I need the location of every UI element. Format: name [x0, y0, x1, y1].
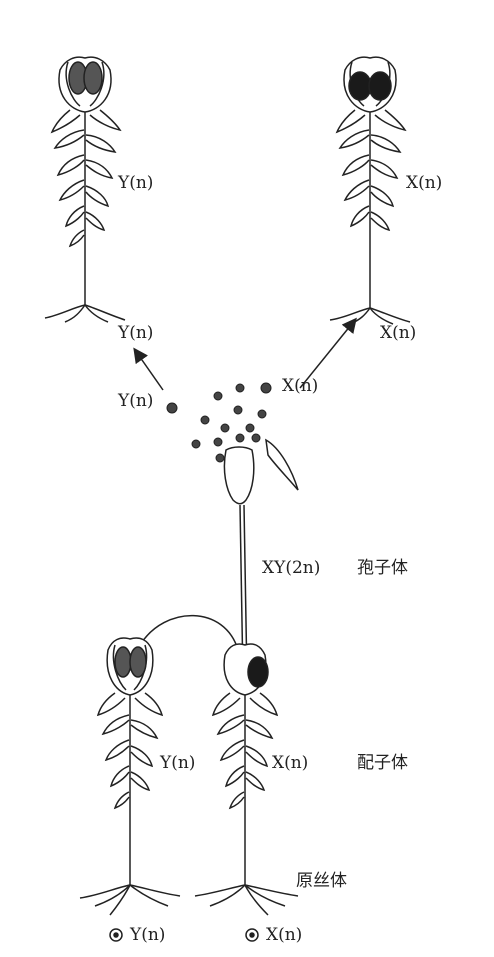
bottom-left-male-gametophyte [79, 637, 181, 916]
label-top-left-base: Y(n) [118, 323, 154, 343]
label-top-right-plant: X(n) [406, 173, 443, 193]
label-gametophyte-right: X(n) [272, 753, 309, 773]
label-top-right-base: X(n) [380, 323, 417, 343]
label-gametophyte-cn: 配子体 [357, 753, 408, 773]
fertilization-arc [139, 614, 239, 651]
label-spore-right: X(n) [282, 376, 319, 396]
label-sporophyte: XY(2n) [262, 558, 321, 578]
label-gametophyte-left: Y(n) [160, 753, 196, 773]
label-top-left-plant: Y(n) [118, 173, 154, 193]
label-bottom-left-spore: Y(n) [130, 925, 166, 945]
top-right-female-plant [329, 56, 411, 325]
bottom-right-female-gametophyte [194, 643, 299, 916]
bottom-spores [109, 928, 259, 942]
spores-cluster [166, 382, 272, 463]
label-protonema-cn: 原丝体 [296, 871, 347, 891]
label-spore-left: Y(n) [118, 391, 154, 411]
top-left-male-plant [44, 56, 126, 323]
arrow-to-y-plant [133, 347, 164, 391]
label-bottom-right-spore: X(n) [266, 925, 303, 945]
label-sporophyte-cn: 孢子体 [357, 558, 408, 578]
arrow-to-x-plant [299, 317, 357, 389]
